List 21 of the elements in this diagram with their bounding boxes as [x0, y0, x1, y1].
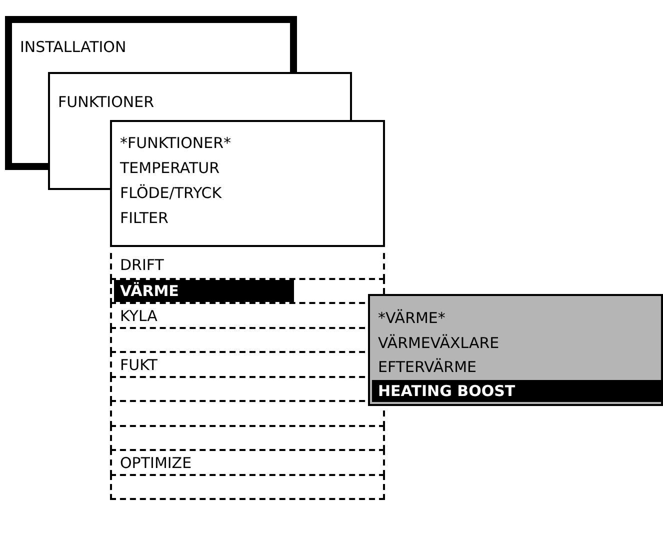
menu-heading: *FUNKTIONER* [120, 133, 232, 153]
selected-menu-item: VÄRME [114, 280, 294, 302]
menu-heading: *VÄRME* [378, 308, 446, 328]
menu-item: VÄRMEVÄXLARE [378, 333, 500, 353]
menu-window [110, 120, 385, 247]
menu-item: DRIFT [120, 255, 164, 275]
menu-row [110, 400, 385, 426]
popup-menu [368, 294, 663, 406]
menu-item: TEMPERATUR [120, 158, 220, 178]
menu-row [110, 253, 385, 280]
menu-item: INSTALLATION [20, 37, 126, 57]
menu-item: FUKT [120, 355, 158, 375]
menu-item: FUNKTIONER [58, 92, 154, 112]
menu-item: OPTIMIZE [120, 453, 192, 473]
menu-item: FLÖDE/TRYCK [120, 183, 222, 203]
menu-row [110, 449, 385, 476]
menu-item: FILTER [120, 208, 168, 228]
selected-menu-item: HEATING BOOST [372, 380, 663, 402]
menu-item: EFTERVÄRME [378, 357, 476, 377]
menu-row [110, 474, 385, 500]
menu-item: KYLA [120, 306, 158, 326]
